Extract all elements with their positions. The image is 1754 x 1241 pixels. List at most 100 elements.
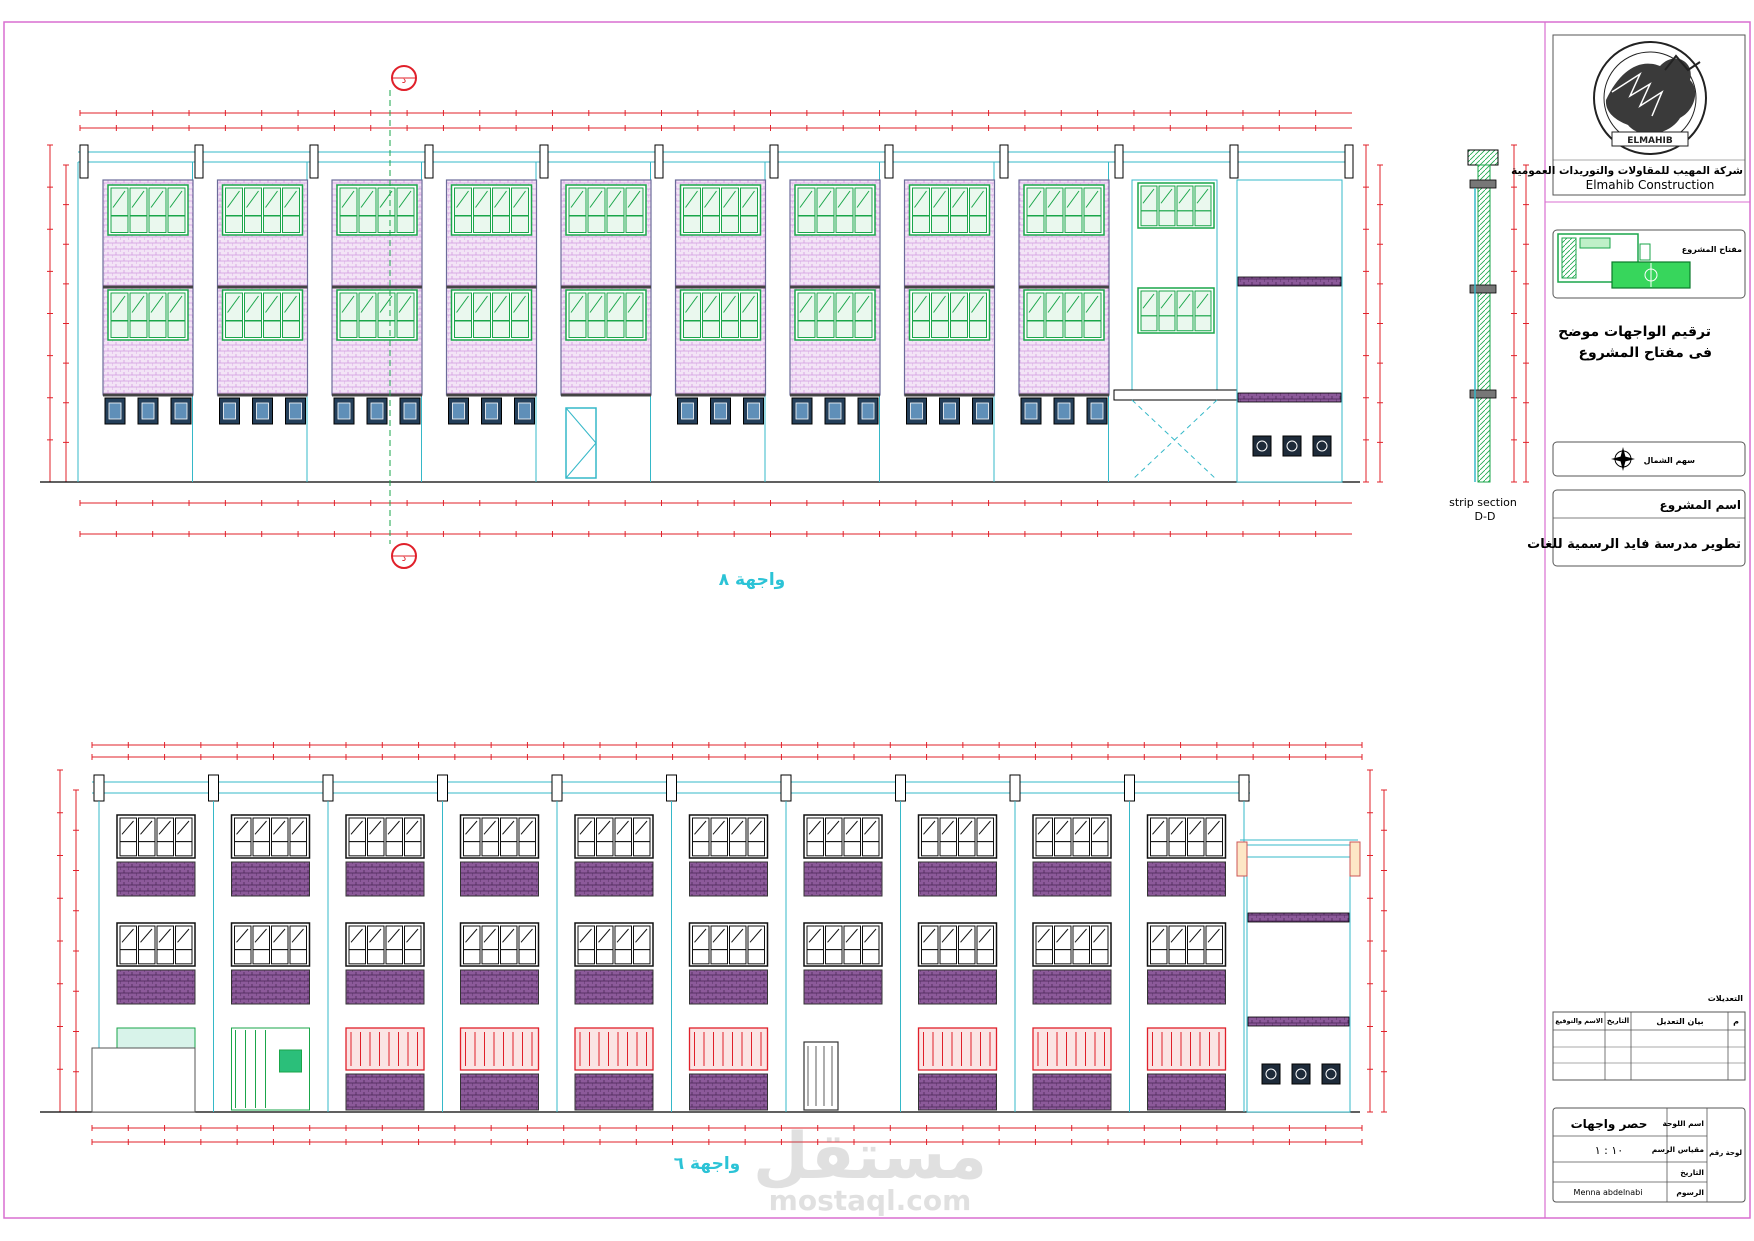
window-grille	[1146, 1027, 1227, 1071]
window-pane	[244, 215, 262, 233]
window-pane	[958, 925, 976, 951]
window-pane	[939, 841, 957, 857]
column-head	[1229, 144, 1239, 179]
window-pane	[500, 817, 518, 843]
window-pane	[492, 215, 510, 233]
window-pane-glare	[379, 295, 393, 313]
window-pane	[385, 841, 403, 857]
window-pane	[797, 320, 816, 338]
window-pane-glare	[1085, 190, 1099, 208]
window-pane	[1045, 215, 1064, 233]
window-pane	[1091, 817, 1109, 843]
company-name-ar: شركة المهيب للمقاولات والتوريدات العمومي…	[1511, 165, 1743, 177]
sheet-info-table: اسم اللوحة حصر واجهات مقياس الرسم ١٠ : ١…	[1552, 1107, 1746, 1203]
window-pane	[931, 215, 949, 233]
window-pane-glare	[291, 928, 304, 943]
brick-band	[574, 969, 654, 1005]
window-pane-glare	[856, 295, 870, 313]
column-head	[322, 774, 334, 802]
entrance-sign	[279, 1049, 302, 1073]
sheet-number-label: لوحة رقم	[1709, 1149, 1742, 1157]
key-plan-note-line2: فى مفتاح المشروع	[1578, 345, 1712, 361]
window-pane	[377, 215, 396, 233]
sheet-scale-label: مقياس الرسم	[1652, 1145, 1705, 1154]
window-pane-glare	[952, 190, 965, 208]
window-pane-glare	[845, 928, 858, 943]
key-plan-box	[1552, 229, 1746, 299]
window-pane-glare	[799, 190, 813, 208]
window-pane	[110, 187, 129, 216]
window-pane-glare	[864, 820, 877, 835]
window-pane	[454, 215, 472, 233]
window-pane-glare	[1196, 293, 1209, 309]
window-pane	[518, 841, 536, 857]
window-pane	[454, 292, 472, 321]
vent-block-inner	[223, 402, 236, 420]
window-pane	[511, 215, 529, 233]
window-pane	[492, 187, 510, 216]
window-pane	[1176, 315, 1194, 332]
window-pane-glare	[723, 295, 736, 313]
window-pane-glare	[685, 190, 698, 208]
window-pane	[252, 817, 270, 843]
window-pane-glare	[978, 928, 991, 943]
window-pane-glare	[1056, 928, 1069, 943]
column-head	[309, 144, 319, 179]
window-pane	[1072, 925, 1090, 951]
window-pane-glare	[933, 190, 946, 208]
window-pane	[1140, 185, 1158, 212]
window-pane-glare	[1142, 188, 1155, 204]
window-pane	[282, 292, 300, 321]
window-pane	[843, 841, 861, 857]
window-pane	[843, 949, 861, 965]
window-pane	[683, 215, 701, 233]
window-pane	[577, 949, 595, 965]
window-pane	[683, 292, 701, 321]
window-pane-glare	[712, 820, 725, 835]
watermark: مستقل mostaql.com	[753, 1120, 987, 1217]
window-pane	[500, 949, 518, 965]
window-pane	[1045, 187, 1064, 216]
window-pane	[606, 187, 625, 216]
window-pane	[377, 187, 396, 216]
window-pane	[1054, 949, 1072, 965]
window-pane-glare	[1207, 928, 1220, 943]
window-pane-glare	[513, 295, 526, 313]
window-pane	[463, 817, 481, 843]
window-pane	[396, 187, 415, 216]
window-pane	[710, 949, 728, 965]
window-pane-glare	[398, 295, 412, 313]
window-pane	[1054, 925, 1072, 951]
window-pane-glare	[978, 820, 991, 835]
window-pane-glare	[483, 928, 496, 943]
window-pane	[289, 841, 307, 857]
window-pane-glare	[494, 295, 507, 313]
window-pane	[1035, 925, 1053, 951]
window-pane	[138, 817, 156, 843]
svg-text:mostaql.com: mostaql.com	[769, 1184, 972, 1217]
window-pane-glare	[131, 295, 145, 313]
column-head	[884, 144, 894, 179]
window-pane	[1150, 817, 1168, 843]
window-pane-glare	[1170, 820, 1183, 835]
window-pane-glare	[291, 820, 304, 835]
window-pane-glare	[350, 928, 363, 943]
window-pane	[1168, 817, 1186, 843]
window-pane-glare	[742, 295, 755, 313]
sheet-drawn-label: الرسوم	[1676, 1188, 1704, 1197]
opening-cross	[1131, 399, 1218, 481]
window-pane	[367, 817, 385, 843]
window-pane	[511, 292, 529, 321]
window-pane	[1035, 817, 1053, 843]
column-head	[1114, 144, 1124, 179]
window-pane-glare	[608, 190, 622, 208]
window-pane-glare	[1160, 188, 1173, 204]
window-pane	[577, 841, 595, 857]
window-pane-glare	[570, 295, 584, 313]
window-pane	[289, 817, 307, 843]
window-pane	[1083, 215, 1102, 233]
column-head	[194, 144, 204, 179]
brick-band	[1032, 1073, 1112, 1111]
window-pane-glare	[1037, 928, 1050, 943]
